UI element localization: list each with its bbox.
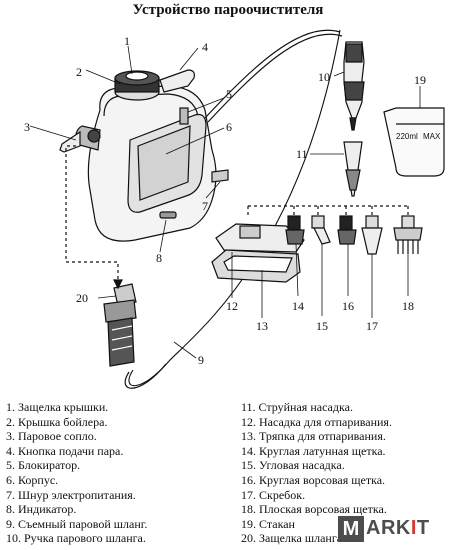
flat-bristle-brush: [393, 215, 423, 254]
legend-item: 12. Насадка для отпаривания.: [241, 414, 392, 429]
callout-12: 12: [226, 299, 238, 313]
callout-10: 10: [318, 70, 330, 84]
callout-16: 16: [342, 299, 354, 313]
callout-1: 1: [124, 34, 130, 48]
callout-4: 4: [202, 40, 208, 54]
legend-item: 15. Угловая насадка.: [241, 458, 345, 473]
callout-6: 6: [226, 120, 232, 134]
callout-13: 13: [256, 319, 268, 333]
hose-latch: [103, 283, 137, 367]
watermark-logo: M ARKIT: [338, 516, 450, 546]
legend-item: 3. Паровое сопло.: [6, 429, 97, 444]
callout-3: 3: [24, 120, 30, 134]
callout-17: 17: [366, 319, 378, 333]
page-title: Устройство пароочистителя: [132, 2, 324, 18]
legend-item: 20. Защелка шланга.: [241, 531, 346, 546]
legend-item: 13. Тряпка для отпаривания.: [241, 429, 386, 444]
legend-item: 4. Кнопка подачи пара.: [6, 443, 124, 458]
scraper: [361, 215, 383, 255]
callout-2: 2: [76, 65, 82, 79]
legend-item: 14. Круглая латунная щетка.: [241, 443, 386, 458]
callout-9: 9: [198, 353, 204, 367]
legend-item: 18. Плоская ворсовая щетка.: [241, 502, 387, 517]
legend-item: 6. Корпус.: [6, 472, 59, 487]
callout-11: 11: [296, 147, 308, 161]
legend-left: 1. Защелка крышки. 2. Крышка бойлера. 3.…: [6, 400, 231, 546]
steam-cleaner-body: [59, 69, 229, 242]
legend-item: 7. Шнур электропитания.: [6, 487, 136, 502]
cup-max-label: MAX: [423, 132, 441, 141]
jet-nozzle: [343, 141, 363, 197]
watermark-m: M: [338, 516, 364, 542]
angle-nozzle: [311, 215, 331, 245]
callout-19: 19: [414, 73, 426, 87]
callout-15: 15: [316, 319, 328, 333]
steam-cloth: [211, 249, 301, 283]
legend-item: 9. Съемный паровой шланг.: [6, 516, 148, 531]
callout-8: 8: [156, 251, 162, 265]
legend-item: 11. Струйная насадка.: [241, 400, 353, 414]
legend-item: 17. Скребок.: [241, 487, 306, 502]
steam-hose: [124, 29, 343, 389]
steam-cleaner-diagram: 220ml MAX 1 2 3 4 5 6 7 8 9 10 11 12 13 …: [24, 29, 445, 389]
callout-7: 7: [202, 199, 208, 213]
legend-right: 11. Струйная насадка. 12. Насадка для от…: [241, 400, 451, 546]
legend-item: 5. Блокиратор.: [6, 458, 81, 473]
leader-lines: [29, 45, 421, 359]
callout-14: 14: [292, 299, 304, 313]
watermark-text: ARKIT: [366, 517, 430, 539]
steam-attachment: [215, 223, 305, 253]
legend-item: 19. Стакан: [241, 516, 295, 531]
dashed-connectors: [65, 145, 409, 282]
callout-20: 20: [76, 291, 88, 305]
callout-18: 18: [402, 299, 414, 313]
hose-handle: [343, 41, 365, 131]
legend-item: 1. Защелка крышки.: [6, 400, 109, 414]
round-bristle-brush: [337, 215, 357, 245]
legend-item: 8. Индикатор.: [6, 502, 77, 517]
legend-item: 2. Крышка бойлера.: [6, 414, 108, 429]
legend-item: 10. Ручка парового шланга.: [6, 531, 146, 546]
round-brass-brush: [285, 215, 305, 245]
measuring-cup: [383, 107, 445, 177]
legend-item: 16. Круглая ворсовая щетка.: [241, 472, 386, 487]
callout-5: 5: [226, 87, 232, 101]
cup-volume-label: 220ml: [396, 132, 418, 141]
